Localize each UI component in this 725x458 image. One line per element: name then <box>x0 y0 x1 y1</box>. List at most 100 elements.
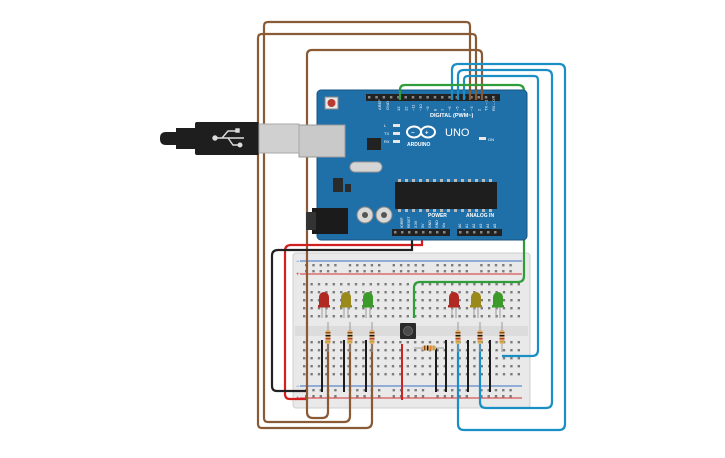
header-pin[interactable] <box>466 231 469 234</box>
header-pin[interactable] <box>433 96 437 99</box>
breadboard-hole <box>495 365 498 368</box>
leds-right-group[interactable] <box>448 292 504 318</box>
header-pin[interactable] <box>477 96 481 99</box>
resistor-band <box>455 338 461 340</box>
header-pin[interactable] <box>411 96 415 99</box>
analog-header[interactable] <box>457 229 502 236</box>
header-pin[interactable] <box>375 96 378 99</box>
resistor[interactable] <box>422 345 436 351</box>
breadboard-hole <box>421 307 424 310</box>
breadboard-hole <box>317 373 321 376</box>
onboard-led-label: L <box>384 123 387 128</box>
crystal-oscillator <box>349 161 383 173</box>
header-pin[interactable] <box>443 231 446 234</box>
led-right-red[interactable] <box>449 292 459 307</box>
breadboard-hole <box>502 283 506 286</box>
pushbutton[interactable] <box>400 323 416 339</box>
header-pin[interactable] <box>382 96 386 99</box>
header-pin[interactable] <box>401 231 404 234</box>
rail-hole <box>378 270 381 273</box>
header-pin[interactable] <box>436 231 439 234</box>
breadboard-hole <box>317 357 321 360</box>
chip-pin <box>426 209 429 212</box>
resistors-group[interactable] <box>325 322 505 352</box>
header-pin[interactable] <box>448 96 451 99</box>
chip-pin <box>440 209 443 212</box>
header-pin[interactable] <box>455 96 459 99</box>
rail-hole <box>407 270 410 273</box>
power-pin-label: 5V <box>421 223 425 228</box>
led-rim <box>492 305 504 308</box>
header-pin[interactable] <box>426 96 429 99</box>
header-pin[interactable] <box>473 231 476 234</box>
rail-hole <box>319 389 322 392</box>
brown-wires[interactable] <box>256 20 484 430</box>
resistor-band <box>347 332 353 334</box>
header-pin[interactable] <box>492 96 495 99</box>
breadboard-hole <box>332 299 335 302</box>
led-left-green[interactable] <box>363 292 373 307</box>
breadboard-hole <box>310 307 313 310</box>
breadboard-hole <box>436 283 439 286</box>
header-pin[interactable] <box>368 96 371 99</box>
resistor[interactable] <box>347 330 353 344</box>
header-pin[interactable] <box>404 96 408 99</box>
led-right-green[interactable] <box>493 292 503 307</box>
rail-hole <box>502 264 505 267</box>
rail-hole <box>436 270 439 273</box>
wire-black[interactable] <box>270 236 414 393</box>
breadboard-hole <box>451 365 454 368</box>
header-pin[interactable] <box>484 96 488 99</box>
breadboard-hole <box>480 365 483 368</box>
rail-hole <box>407 389 410 392</box>
digital-header[interactable] <box>366 94 500 101</box>
resistor[interactable] <box>499 330 505 344</box>
rail-hole <box>458 264 461 267</box>
header-pin[interactable] <box>487 231 490 234</box>
led-left-yellow[interactable] <box>341 292 351 307</box>
header-pin[interactable] <box>397 96 400 99</box>
rail-hole <box>458 270 461 273</box>
led-right-yellow[interactable] <box>471 292 481 307</box>
header-pin[interactable] <box>394 231 397 234</box>
header-pin[interactable] <box>459 231 462 234</box>
breadboard-hole <box>384 315 387 318</box>
header-pin[interactable] <box>494 231 497 234</box>
header-pin[interactable] <box>389 96 393 99</box>
rail-hole <box>436 264 439 267</box>
reset-button[interactable] <box>324 96 339 110</box>
bottom-power-rail <box>300 385 522 399</box>
resistor[interactable] <box>369 330 375 344</box>
breadboard-hole <box>384 365 387 368</box>
leds-left-group[interactable] <box>318 292 374 318</box>
breadboard-hole <box>488 315 491 318</box>
rail-plus-label-top: + <box>296 272 300 278</box>
resistor[interactable] <box>325 330 331 344</box>
onboard-led <box>393 132 400 135</box>
led-left-red[interactable] <box>319 292 329 307</box>
breadboard-hole <box>480 299 483 302</box>
header-pin[interactable] <box>408 231 411 234</box>
breadboard-hole <box>436 357 439 360</box>
ground-jumpers[interactable] <box>321 340 491 392</box>
blue-wires[interactable] <box>450 62 567 432</box>
power-pin-label: GND <box>428 220 432 228</box>
power-header[interactable] <box>392 229 450 236</box>
header-pin[interactable] <box>470 96 473 99</box>
header-pin[interactable] <box>415 231 418 234</box>
resistor[interactable] <box>455 330 461 344</box>
header-pin[interactable] <box>429 231 432 234</box>
breadboard-hole <box>369 357 372 360</box>
breadboard-hole <box>473 357 476 360</box>
header-pin[interactable] <box>480 231 483 234</box>
header-pin[interactable] <box>419 96 422 99</box>
resistor[interactable] <box>477 330 483 344</box>
header-pin[interactable] <box>422 231 425 234</box>
resistor-band <box>427 345 429 351</box>
breadboard-hole <box>517 307 520 310</box>
header-pin[interactable] <box>441 96 444 99</box>
chip-pin <box>398 209 401 212</box>
usb-cable[interactable] <box>160 122 300 155</box>
